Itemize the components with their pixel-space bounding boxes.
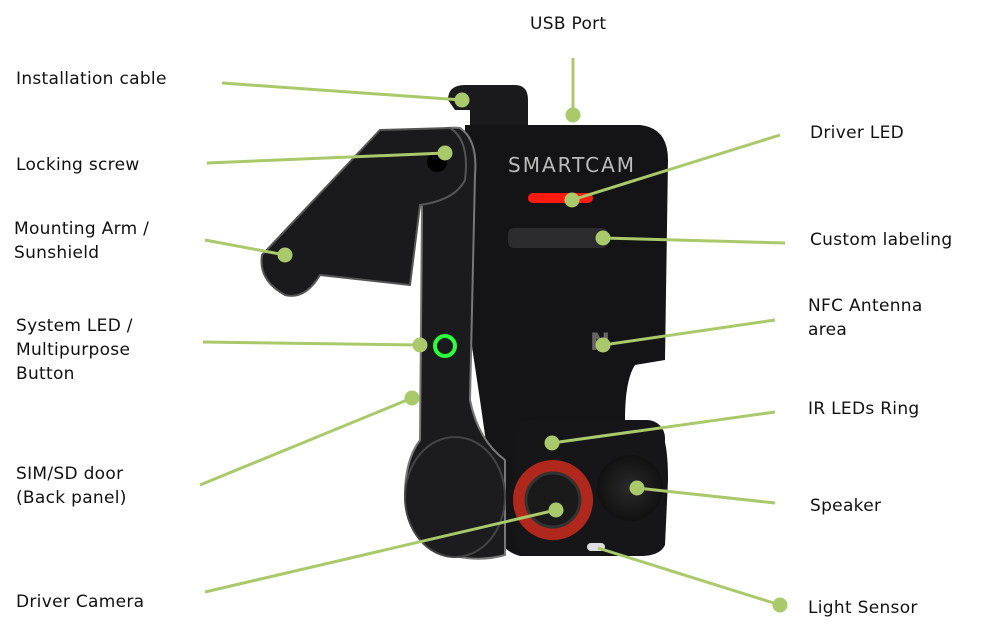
- label-locking-screw: Locking screw: [16, 155, 140, 175]
- leader-line-custom-labeling: [602, 236, 786, 245]
- installation-cable-clip: [448, 85, 528, 130]
- leader-line-nfc-antenna: [602, 318, 776, 347]
- brand-text: SMARTCAM: [508, 153, 636, 177]
- label-ir-leds-ring: IR LEDs Ring: [808, 399, 920, 419]
- mounting-arm: [260, 126, 467, 297]
- leader-line-ir-leds-ring: [551, 410, 776, 445]
- label-light-sensor: Light Sensor: [808, 598, 918, 618]
- label-speaker: Speaker: [810, 496, 882, 516]
- label-sim-sd-door: SIM/SD door(Back panel): [16, 464, 127, 508]
- leader-line-driver-camera: [204, 508, 557, 594]
- label-driver-camera: Driver Camera: [16, 592, 145, 612]
- sim-sd-door-disc: [404, 436, 506, 558]
- label-usb-port: USB Port: [530, 14, 607, 34]
- label-driver-led: Driver LED: [810, 123, 905, 143]
- system-led: [433, 334, 457, 358]
- leader-line-system-led: [202, 340, 421, 347]
- leader-line-locking-screw: [206, 151, 446, 165]
- leader-line-installation-cable: [221, 81, 463, 102]
- driver-camera-lens: [524, 471, 582, 529]
- leader-line-driver-led: [571, 133, 781, 202]
- custom-label-slot: [508, 228, 608, 248]
- leader-line-mounting-arm: [204, 238, 286, 257]
- label-installation-cable: Installation cable: [16, 69, 167, 89]
- leader-line-sim-sd-door: [199, 396, 413, 487]
- leader-line-light-sensor: [597, 546, 781, 607]
- leader-line-speaker: [636, 486, 776, 505]
- label-mounting-arm: Mounting Arm /Sunshield: [14, 219, 150, 263]
- label-custom-labeling: Custom labeling: [810, 230, 953, 250]
